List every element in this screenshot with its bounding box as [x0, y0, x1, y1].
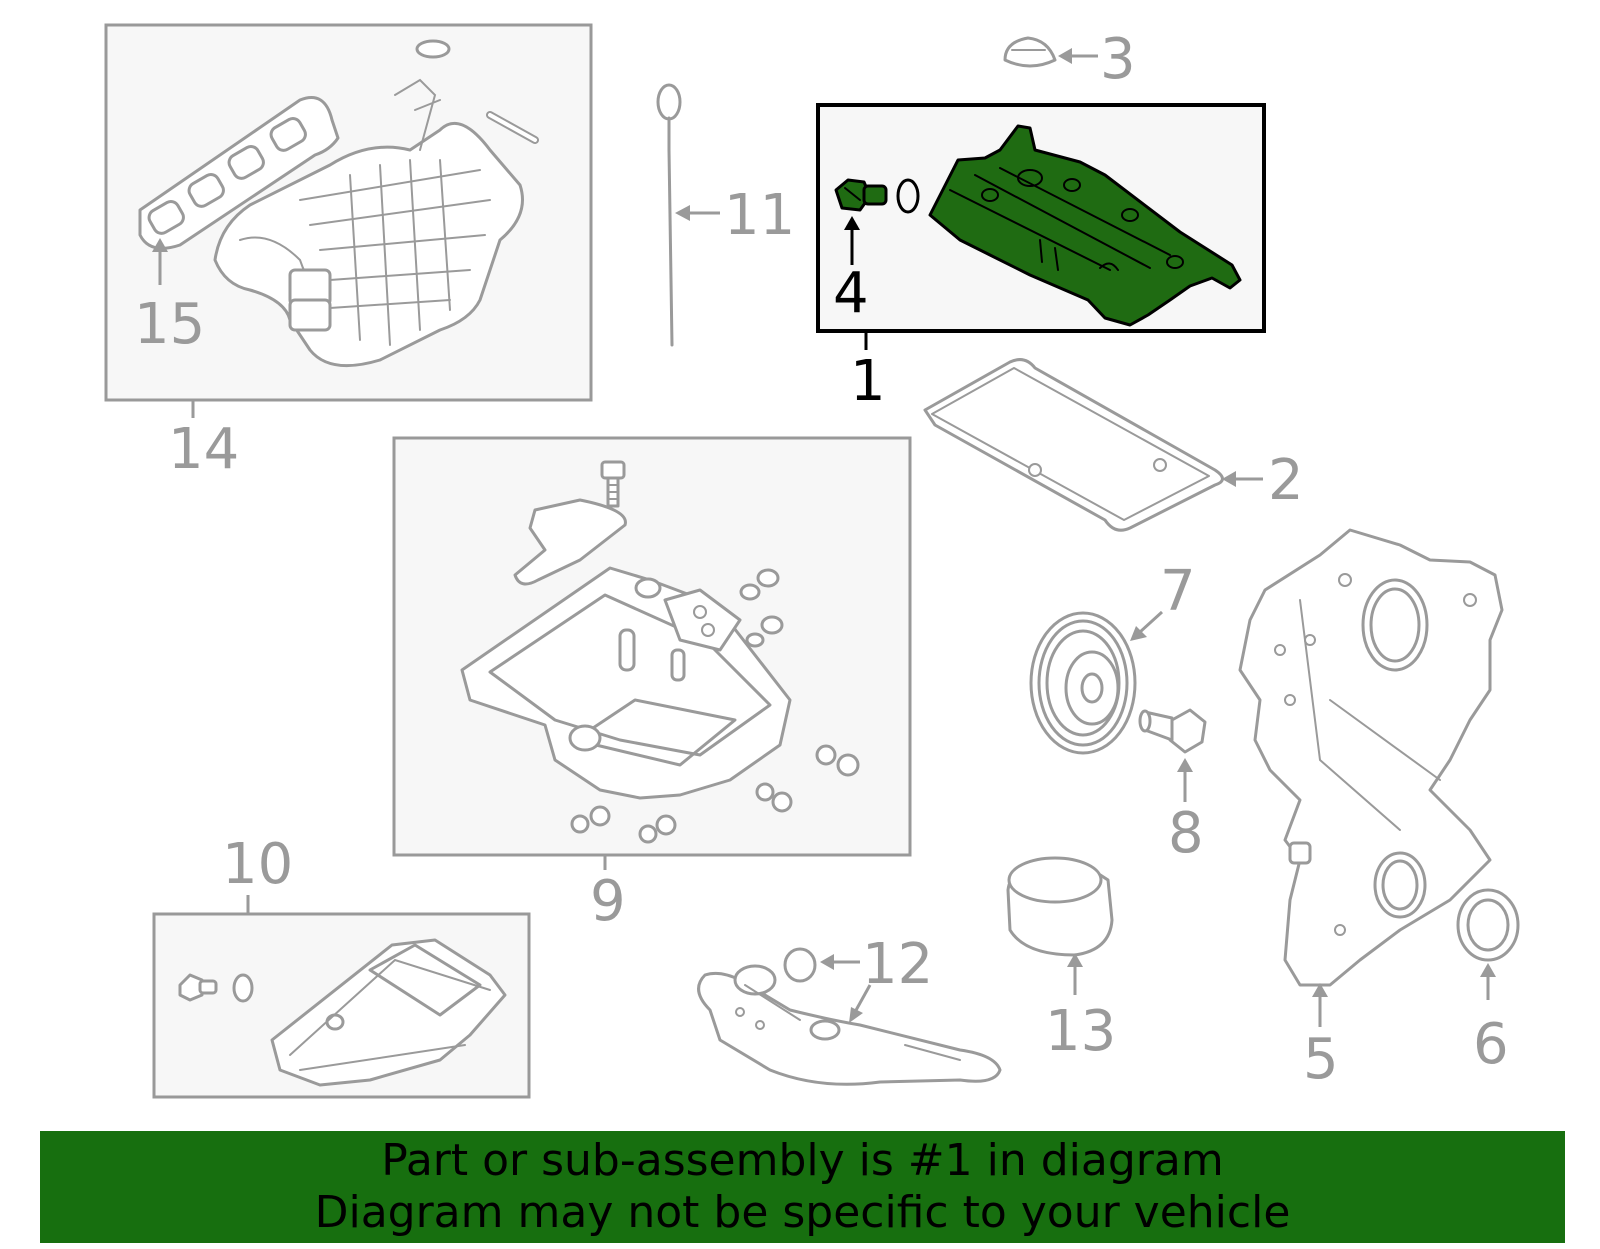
intake-gasket-part [138, 96, 340, 250]
callout-8[interactable]: 8 [1168, 758, 1204, 866]
callout-1[interactable]: 1 [850, 331, 886, 414]
svg-text:9: 9 [590, 869, 626, 934]
valve-cover-gasket-part [923, 358, 1224, 532]
svg-text:5: 5 [1303, 1027, 1339, 1092]
svg-text:4: 4 [833, 261, 869, 326]
callout-15[interactable]: 15 [134, 238, 205, 357]
oil-cap-bolt-part [834, 178, 888, 212]
oil-pan-part [460, 566, 792, 800]
valve-cover-o-ring [896, 178, 920, 214]
o-ring-small [415, 39, 451, 59]
callout-13[interactable]: 13 [1045, 953, 1116, 1064]
svg-text:13: 13 [1045, 999, 1116, 1064]
callout-10[interactable]: 10 [222, 832, 293, 914]
intake-manifold-group[interactable] [104, 23, 593, 402]
oil-pan-plugs [570, 568, 860, 844]
dipstick-part [656, 83, 682, 347]
callout-11[interactable]: 11 [675, 183, 795, 248]
svg-text:10: 10 [222, 832, 293, 897]
strainer-o-ring [783, 947, 817, 983]
callout-14[interactable]: 14 [168, 400, 239, 482]
banner-line-1: Part or sub-assembly is #1 in diagram [381, 1135, 1224, 1186]
drain-washer [232, 973, 254, 1003]
oil-filter-part [1006, 856, 1114, 957]
callout-5[interactable]: 5 [1303, 983, 1339, 1092]
svg-text:1: 1 [850, 349, 886, 414]
svg-text:15: 15 [134, 292, 205, 357]
intake-manifold-part [213, 78, 524, 368]
lower-oil-pan-group[interactable] [152, 912, 531, 1099]
drain-plug [178, 973, 218, 1002]
callout-4[interactable]: 4 [833, 216, 869, 326]
valve-cover-part [928, 124, 1242, 327]
svg-text:8: 8 [1168, 801, 1204, 866]
svg-text:14: 14 [168, 417, 239, 482]
crank-seal-part [1456, 888, 1520, 962]
callout-9[interactable]: 9 [590, 855, 626, 934]
svg-text:3: 3 [1100, 27, 1136, 92]
pulley-bolt-part [1138, 708, 1207, 754]
callout-3[interactable]: 3 [1058, 27, 1136, 92]
svg-text:12: 12 [862, 932, 933, 997]
timing-cover-part [1238, 528, 1504, 987]
svg-text:7: 7 [1160, 559, 1196, 624]
notice-banner: Part or sub-assembly is #1 in diagram Di… [40, 1131, 1565, 1243]
oil-pan-bolt [600, 460, 626, 508]
oil-strainer-part [697, 964, 1002, 1086]
svg-text:2: 2 [1268, 448, 1304, 513]
crank-pulley-part [1029, 611, 1137, 755]
callout-2[interactable]: 2 [1222, 448, 1304, 513]
svg-text:6: 6 [1473, 1012, 1509, 1077]
oil-pan-bracket [513, 498, 627, 586]
svg-text:11: 11 [724, 183, 795, 248]
callout-12[interactable]: 12 [820, 932, 933, 1023]
lower-oil-pan-part [270, 938, 507, 1087]
valve-cover-assembly-group[interactable] [816, 103, 1266, 333]
oil-pan-group[interactable] [392, 436, 912, 857]
callout-7[interactable]: 7 [1130, 559, 1196, 641]
oil-filler-cap-part [1003, 36, 1057, 68]
callout-6[interactable]: 6 [1473, 963, 1509, 1077]
banner-line-2: Diagram may not be specific to your vehi… [314, 1187, 1291, 1238]
